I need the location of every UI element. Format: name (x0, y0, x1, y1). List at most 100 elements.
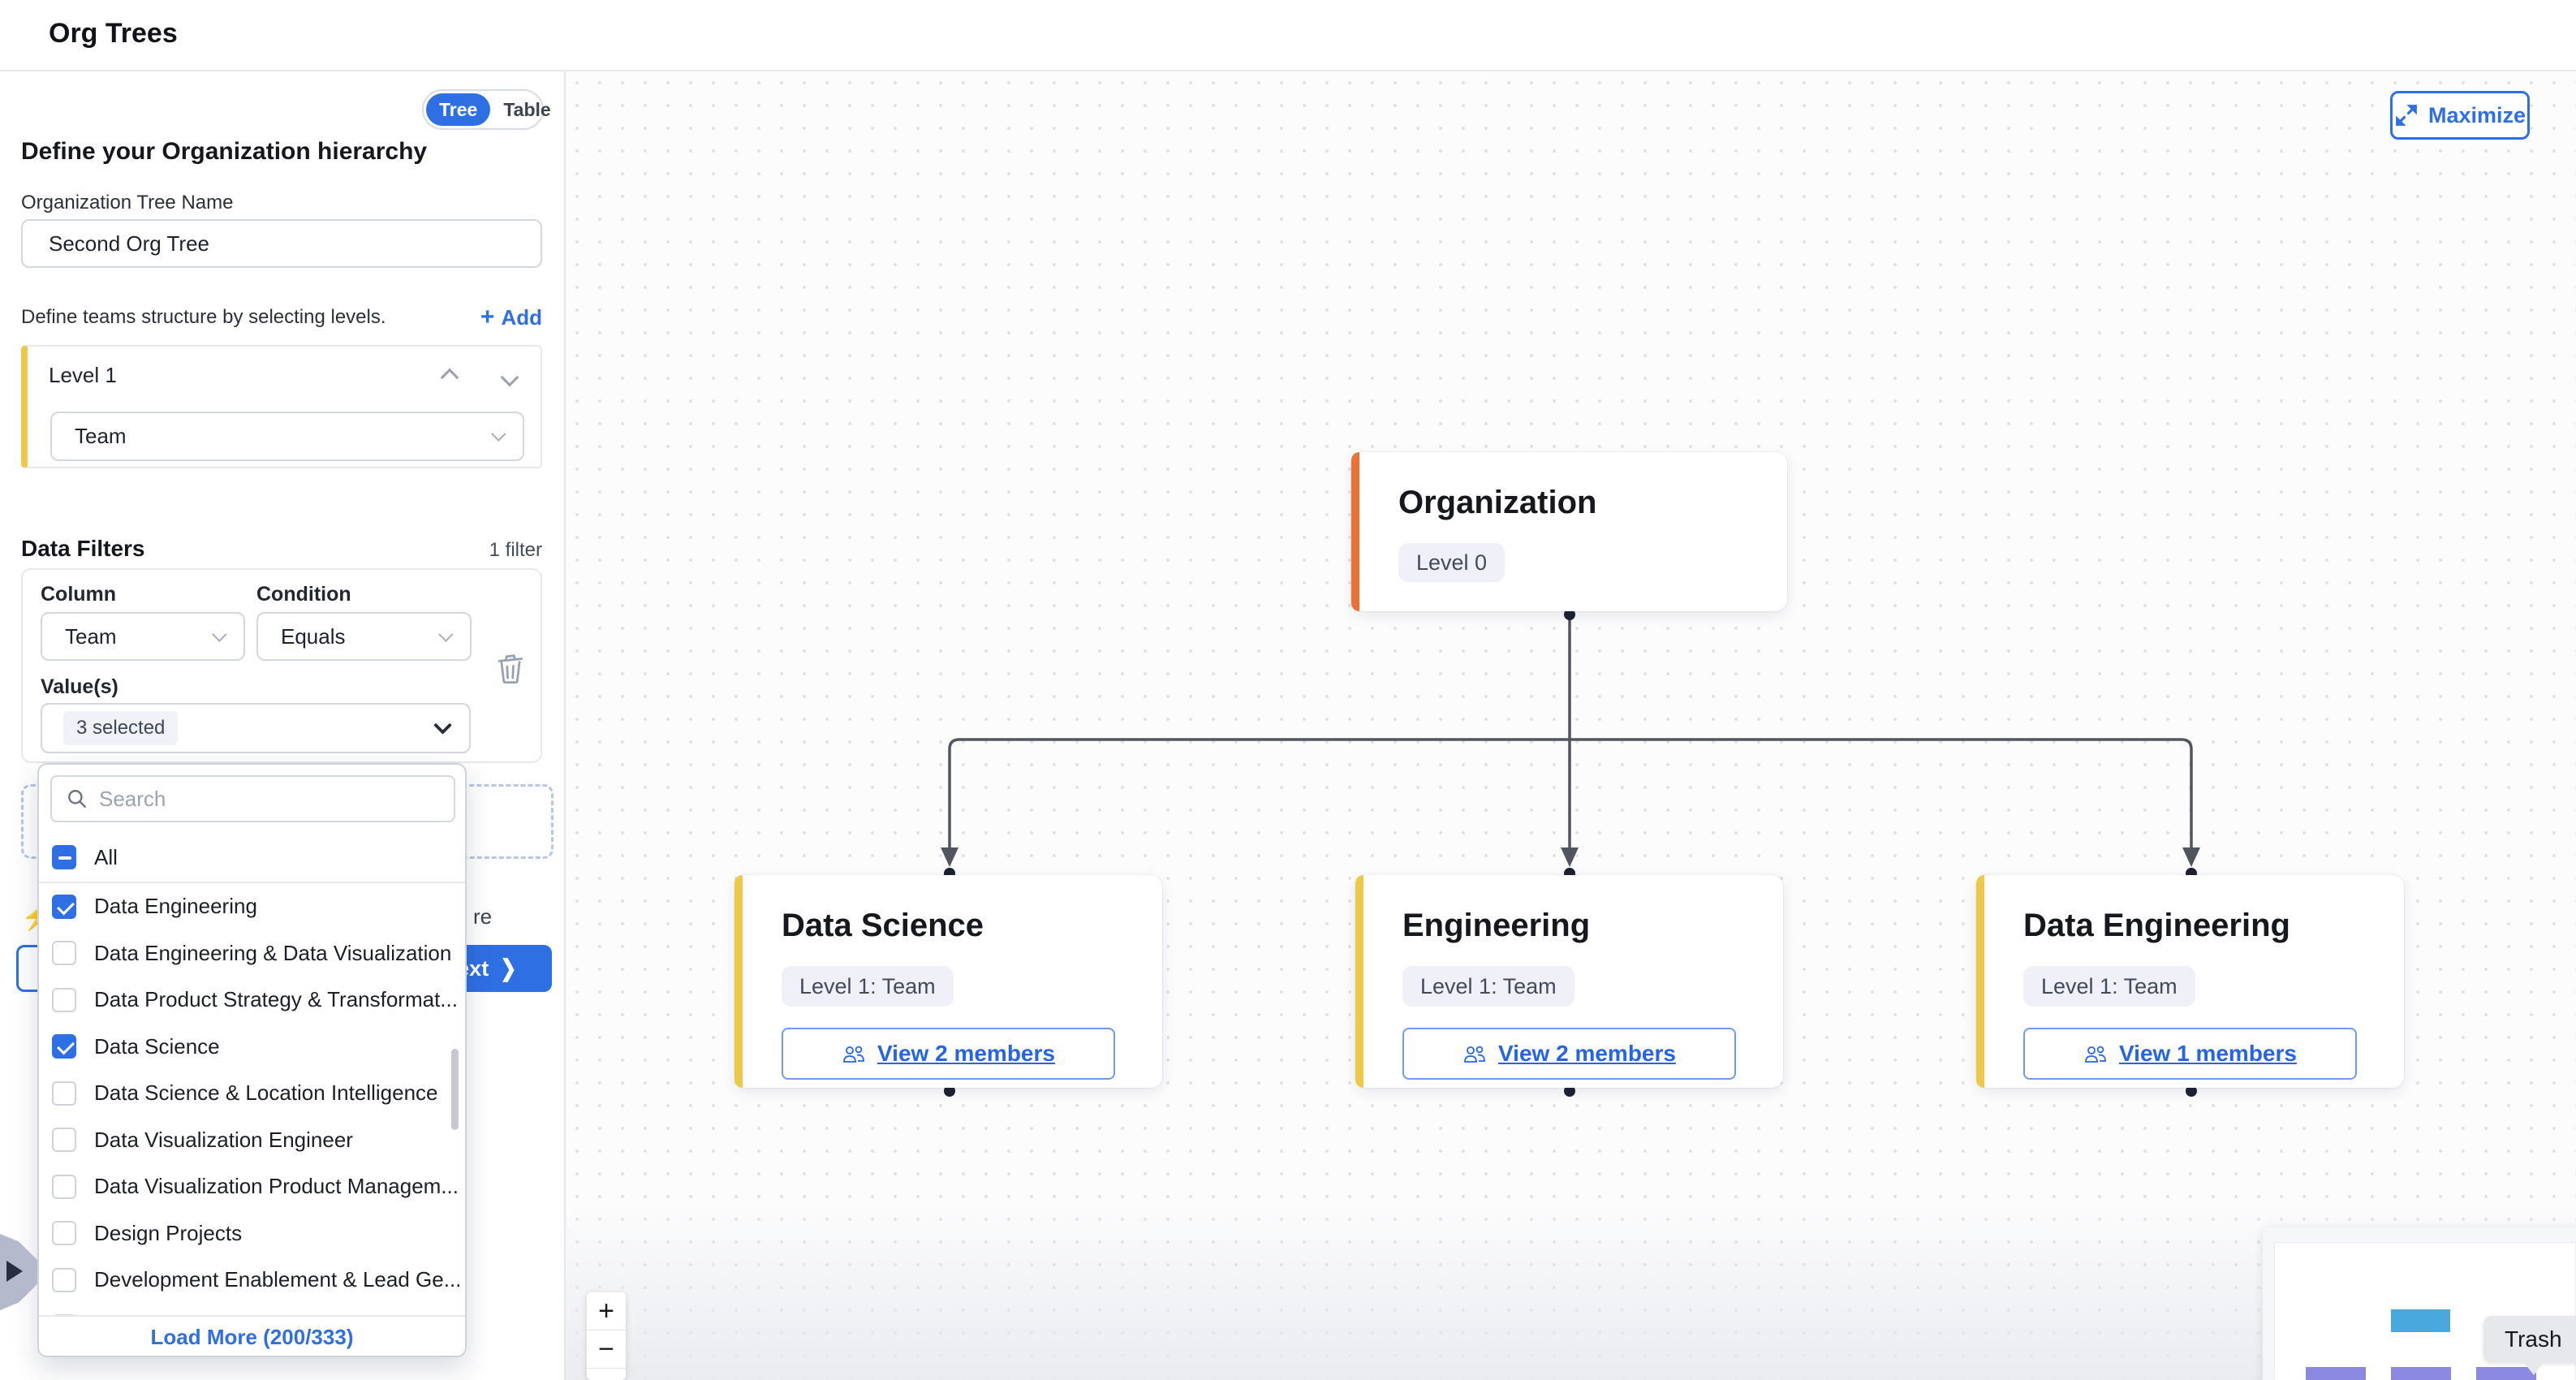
node-title: Engineering (1402, 908, 1590, 944)
column-label: Column (41, 583, 116, 606)
data-filters-title: Data Filters (21, 536, 145, 562)
tree-name-label: Organization Tree Name (21, 192, 233, 214)
app-header: Org Trees (0, 0, 2576, 71)
minimap-node-child (2306, 1367, 2366, 1380)
checkbox[interactable] (52, 895, 76, 919)
checkbox[interactable] (52, 988, 76, 1012)
list-item[interactable]: Data Engineering & Data Visualization (39, 930, 465, 977)
level-label: Level 1 (49, 363, 117, 388)
zoom-in-button[interactable]: + (587, 1292, 626, 1330)
hint-text-fragment: re (473, 904, 492, 929)
checkbox[interactable] (52, 1175, 76, 1199)
view-toggle[interactable]: Tree Table (422, 89, 544, 130)
toggle-tree[interactable]: Tree (426, 93, 490, 126)
chevron-down-icon (433, 716, 452, 735)
minimap-node-root (2391, 1309, 2450, 1332)
checkbox[interactable] (52, 1081, 76, 1106)
view-members-button[interactable]: View 2 members (1402, 1028, 1736, 1080)
selected-count-chip: 3 selected (63, 711, 178, 745)
select-all-checkbox[interactable] (52, 845, 76, 869)
zoom-controls: + − (587, 1292, 626, 1380)
load-more-button[interactable]: Load More (200/333) (39, 1315, 465, 1357)
page-title: Org Trees (49, 18, 178, 50)
move-level-down-button[interactable] (503, 371, 516, 388)
node-level-badge: Level 0 (1398, 543, 1505, 582)
node-title: Data Engineering (2023, 908, 2290, 944)
list-item[interactable]: Data Product Strategy & Transformat... (39, 977, 465, 1024)
add-level-button[interactable]: + Add (480, 304, 542, 331)
chevron-up-icon (441, 369, 459, 387)
members-icon (842, 1043, 866, 1064)
view-members-button[interactable]: View 1 members (2023, 1028, 2357, 1080)
node-level-badge: Level 1: Team (2023, 966, 2195, 1007)
view-members-button[interactable]: View 2 members (782, 1028, 1115, 1080)
node-level-badge: Level 1: Team (1402, 966, 1574, 1007)
scrollbar-thumb[interactable] (451, 1049, 459, 1130)
delete-filter-trash-icon[interactable] (497, 654, 524, 684)
list-item[interactable]: Data Science (39, 1024, 465, 1071)
list-item[interactable]: Data Visualization Product Managem... (39, 1163, 465, 1210)
checkbox[interactable] (52, 1034, 76, 1059)
node-data-engineering[interactable]: Data Engineering Level 1: Team View 1 me… (1976, 875, 2404, 1088)
filter-count: 1 filter (489, 539, 542, 562)
chevron-right-icon: ❯ (500, 955, 516, 983)
search-input[interactable] (99, 787, 407, 812)
node-engineering[interactable]: Engineering Level 1: Team View 2 members (1355, 875, 1783, 1088)
dropdown-search[interactable] (50, 775, 455, 822)
list-item[interactable]: Development Enablement & Lead Ge... (39, 1257, 465, 1304)
zoom-out-button[interactable]: − (587, 1330, 626, 1369)
condition-label: Condition (256, 583, 351, 606)
list-item[interactable]: Data Science & Location Intelligence (39, 1070, 465, 1117)
level-type-select[interactable]: Team (50, 412, 524, 461)
node-organization[interactable]: Organization Level 0 (1351, 452, 1787, 611)
checkbox[interactable] (52, 1128, 76, 1152)
node-accent-bar (1351, 452, 1359, 611)
node-accent-bar (1976, 875, 1984, 1088)
minimap-node-child (2391, 1367, 2451, 1380)
search-icon (67, 788, 88, 809)
levels-hint: Define teams structure by selecting leve… (21, 306, 386, 329)
list-item[interactable]: Data Visualization Engineer (39, 1117, 465, 1164)
tooltip-pointer (2522, 1361, 2545, 1375)
list-item[interactable]: Design Projects (39, 1210, 465, 1257)
node-accent-bar (734, 875, 743, 1088)
members-icon (1462, 1043, 1487, 1064)
options-list[interactable]: Data Engineering Data Engineering & Data… (39, 883, 465, 1315)
values-label: Value(s) (41, 675, 118, 699)
org-tree-canvas[interactable]: Maximize Organization Level 0 Data Scien… (566, 71, 2576, 1380)
chevron-down-icon (212, 627, 226, 641)
checkbox[interactable] (52, 1221, 76, 1245)
maximize-button[interactable]: Maximize (2390, 91, 2530, 140)
condition-select[interactable]: Equals (256, 612, 472, 661)
checkbox[interactable] (52, 1268, 76, 1292)
column-select[interactable]: Team (41, 612, 245, 661)
chevron-down-icon (491, 426, 506, 441)
plus-icon: + (480, 304, 495, 331)
filter-card: Column Condition Team Equals Value(s) (21, 568, 542, 763)
toggle-table[interactable]: Table (490, 93, 563, 126)
arrow-right-icon (6, 1261, 23, 1282)
hierarchy-sidebar: Tree Table Define your Organization hier… (0, 71, 566, 1380)
list-item[interactable]: Development & Portfolio Strat... (39, 1304, 465, 1316)
list-item[interactable]: Data Engineering (39, 883, 465, 930)
chevron-down-icon (501, 369, 519, 387)
checkbox[interactable] (52, 941, 76, 965)
move-level-up-button[interactable] (443, 371, 456, 388)
expand-icon (2394, 103, 2419, 127)
tree-edges (566, 71, 2576, 1380)
node-data-science[interactable]: Data Science Level 1: Team View 2 member… (734, 875, 1162, 1088)
node-title: Organization (1398, 485, 1596, 521)
values-dropdown-panel: All Data Engineering Data Engineering & … (37, 763, 467, 1357)
fit-view-button[interactable] (587, 1369, 626, 1380)
select-all-row[interactable]: All (39, 833, 465, 883)
trash-tooltip: Trash (2483, 1316, 2576, 1362)
tree-name-input[interactable] (21, 219, 542, 268)
values-multiselect[interactable]: 3 selected (41, 703, 471, 753)
node-accent-bar (1355, 875, 1363, 1088)
members-icon (2083, 1043, 2108, 1064)
node-level-badge: Level 1: Team (782, 966, 954, 1007)
chevron-down-icon (438, 627, 453, 641)
hierarchy-title: Define your Organization hierarchy (21, 138, 427, 166)
level-card: Level 1 Team (21, 345, 542, 468)
